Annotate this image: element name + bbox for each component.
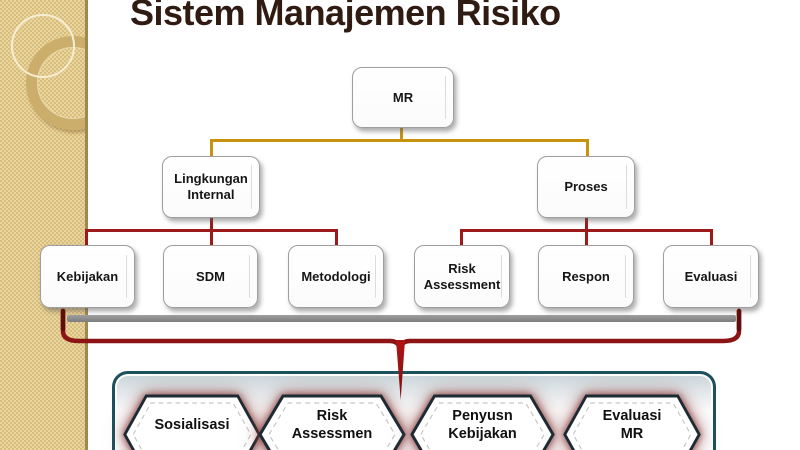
- org-node-risk-assessment-label: Risk Assessment: [423, 260, 501, 292]
- org-node-evaluasi: Evaluasi: [663, 245, 759, 308]
- flow-step-line: Kebijakan: [448, 425, 517, 442]
- org-node-mr: MR: [352, 67, 454, 128]
- ring-outline-icon: [11, 14, 75, 78]
- flow-step-label: Evaluasi MR: [562, 392, 702, 450]
- flow-step-line: Sosialisasi: [154, 416, 230, 433]
- org-node-risk-assessment: Risk Assessment: [414, 245, 510, 308]
- org-node-lingkungan-internal: Lingkungan Internal: [162, 156, 260, 218]
- flow-step-line: MR: [620, 425, 644, 442]
- connector-red-left-stub: [210, 218, 213, 230]
- org-node-sdm: SDM: [163, 245, 258, 308]
- connector-red-drop-risk-assessment: [460, 231, 463, 246]
- connector-red-drop-respon: [585, 231, 588, 246]
- flow-step-evaluasi-mr: Evaluasi MR: [562, 392, 702, 450]
- connector-gold-left-drop: [210, 141, 213, 157]
- org-node-metodologi-label: Metodologi: [301, 268, 371, 284]
- connector-red-drop-kebijakan: [85, 231, 88, 246]
- org-node-kebijakan-label: Kebijakan: [56, 268, 119, 284]
- brace-pointer: [396, 340, 405, 400]
- connector-red-right-stub: [585, 218, 588, 230]
- org-node-respon: Respon: [538, 245, 634, 308]
- connector-gold-right-drop: [586, 141, 589, 157]
- connector-red-drop-evaluasi: [710, 231, 713, 246]
- flow-step-penyusn-kebijakan: Penyusn Kebijakan: [409, 392, 556, 450]
- org-node-metodologi: Metodologi: [288, 245, 384, 308]
- gray-divider-bar: [67, 315, 736, 322]
- chevron-shape-icon: [410, 394, 555, 450]
- flow-step-line: Risk: [316, 408, 348, 425]
- flow-step-label: Risk Assessmen: [257, 392, 407, 450]
- org-node-mr-label: MR: [392, 89, 414, 105]
- flow-step-label: Sosialisasi: [122, 392, 262, 450]
- connector-red-drop-metodologi: [335, 231, 338, 246]
- flow-step-risk-assessmen: Risk Assessmen: [257, 392, 407, 450]
- connector-gold-root-stub: [400, 128, 403, 141]
- org-node-proses: Proses: [537, 156, 635, 218]
- chevron-shape-icon: [563, 394, 701, 450]
- flow-step-sosialisasi: Sosialisasi: [122, 392, 262, 450]
- flow-step-line: Assessmen: [291, 425, 373, 442]
- connector-gold-horizontal: [210, 139, 589, 142]
- slide-title: Sistem Manajemen Risiko: [130, 0, 561, 33]
- connector-red-drop-sdm: [210, 231, 213, 246]
- chevron-shape-icon: [258, 394, 406, 450]
- org-node-kebijakan: Kebijakan: [40, 245, 135, 308]
- connector-red-right-horizontal: [460, 229, 713, 232]
- org-node-evaluasi-label: Evaluasi: [684, 268, 738, 284]
- org-node-sdm-label: SDM: [196, 268, 225, 284]
- org-node-respon-label: Respon: [562, 268, 610, 284]
- flow-step-label: Penyusn Kebijakan: [409, 392, 556, 450]
- flow-step-line: Penyusn: [452, 408, 513, 425]
- org-node-proses-label: Proses: [564, 179, 608, 195]
- sidebar-decoration: [0, 0, 88, 450]
- connector-red-left-horizontal: [85, 229, 338, 232]
- org-node-lingkungan-internal-label: Lingkungan Internal: [174, 171, 248, 202]
- flow-step-line: Evaluasi: [602, 408, 662, 425]
